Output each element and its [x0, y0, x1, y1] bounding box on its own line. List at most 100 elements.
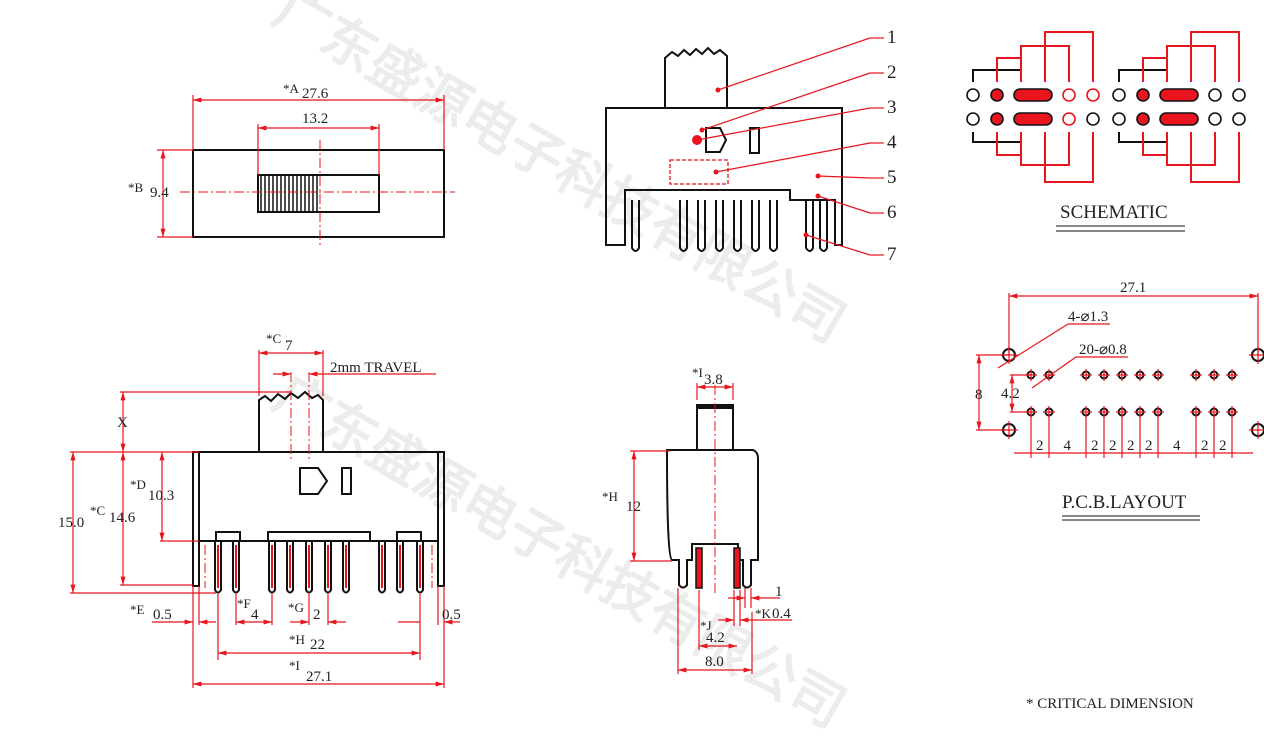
- front-pins: [631, 200, 828, 252]
- callout-dot: [803, 232, 809, 238]
- dim-i-label: *I: [289, 658, 300, 673]
- pin: [805, 200, 814, 252]
- pitch-value: 2: [1219, 438, 1227, 454]
- schematic-title: SCHEMATIC: [1060, 202, 1168, 223]
- callout-dot: [715, 87, 721, 93]
- callout-leader: [701, 72, 871, 131]
- terminal: [1208, 88, 1222, 102]
- callout-dot: [694, 137, 700, 143]
- pin: [214, 541, 222, 594]
- terminal: [1062, 112, 1076, 126]
- schematic: [966, 31, 1246, 183]
- terminal: [1136, 112, 1150, 126]
- wire: [1190, 31, 1240, 82]
- pitch-value: 2: [1201, 438, 1209, 454]
- travel-label: 2mm TRAVEL: [330, 360, 422, 376]
- callout-dot: [713, 169, 719, 175]
- pin: [324, 541, 332, 594]
- callout-dot: [815, 173, 821, 179]
- wire: [996, 132, 1022, 156]
- callout-dot: [699, 127, 705, 133]
- terminal: [1062, 88, 1076, 102]
- dim-h-label: *H: [289, 632, 305, 647]
- side-h-label: *H: [602, 489, 618, 504]
- pitch-value: 2: [1109, 438, 1117, 454]
- pin: [305, 541, 313, 594]
- terminal: [966, 112, 980, 126]
- pcb-width: 27.1: [1120, 280, 1146, 296]
- pitch-value: 2: [1145, 438, 1153, 454]
- dim-g-value: 2: [313, 607, 321, 623]
- pin: [268, 541, 276, 594]
- dim-right-gap: 0.5: [442, 607, 461, 623]
- dim-e-label: *E: [130, 602, 145, 617]
- pin: [697, 200, 706, 252]
- top-view: *A 27.6 13.2 *B 9.4: [128, 81, 455, 248]
- pcb-height-outer: 8: [975, 387, 983, 403]
- wire: [1190, 132, 1240, 183]
- terminal: [1112, 88, 1126, 102]
- dim-a-label: *A: [283, 81, 300, 96]
- pin: [769, 200, 778, 252]
- pitch-value: 2: [1127, 438, 1135, 454]
- pcb-small-holes: 20-⌀0.8: [1079, 342, 1127, 358]
- callout-leader: [805, 234, 871, 256]
- side-i-label: *I: [692, 365, 703, 380]
- contact-bar: [1159, 88, 1199, 102]
- dim-e-value: 0.5: [153, 607, 172, 623]
- contact-bar: [1013, 88, 1053, 102]
- pitch-value: 2: [1036, 438, 1044, 454]
- main-view: *C 7 2mm TRAVEL X *D 10.3 *C 14.6 15.0 *…: [58, 331, 461, 688]
- callout-number: 1: [887, 27, 897, 48]
- wire: [1044, 132, 1094, 183]
- pcb-height-inner: 4.2: [1001, 386, 1020, 402]
- side-j-value: 4.2: [706, 630, 725, 646]
- side-h-value: 12: [626, 499, 641, 515]
- pin: [378, 541, 386, 594]
- critical-dimension-note: * CRITICAL DIMENSION: [1026, 696, 1194, 712]
- terminal: [1136, 88, 1150, 102]
- callout-leader: [817, 195, 871, 214]
- callout-number: 2: [887, 62, 897, 83]
- contact-bar: [1159, 112, 1199, 126]
- terminal: [990, 88, 1004, 102]
- callout-leader: [715, 142, 871, 173]
- dim-slider-width: 13.2: [302, 111, 328, 127]
- callout-number: 5: [887, 167, 897, 188]
- dim-b-value: 9.4: [150, 185, 169, 201]
- callout-dot: [815, 193, 821, 199]
- side-j-label: *J: [700, 618, 712, 633]
- dim-x-label: X: [117, 415, 128, 431]
- pitch-value: 4: [1173, 438, 1181, 454]
- callout-leader: [696, 107, 871, 141]
- pin: [715, 200, 724, 252]
- terminal: [966, 88, 980, 102]
- terminal: [1086, 88, 1100, 102]
- pin: [751, 200, 760, 252]
- dim-c7-value: 7: [285, 338, 293, 354]
- side-view: *I 3.8 *H 12 1 *K 0.4 *J 4.2 8.0: [602, 365, 792, 674]
- dim-c7-label: *C: [266, 331, 281, 346]
- terminal: [1208, 112, 1222, 126]
- dim-b-label: *B: [128, 180, 144, 195]
- wire: [1044, 31, 1094, 82]
- dim-d-label: *D: [130, 477, 146, 492]
- pin: [396, 541, 404, 594]
- callout-number: 4: [887, 132, 897, 153]
- terminal: [990, 112, 1004, 126]
- pin: [416, 541, 424, 594]
- pin: [342, 541, 350, 594]
- dim-a-value: 27.6: [302, 86, 329, 102]
- main-pins: [204, 541, 433, 594]
- pcb-large-holes: 4-⌀1.3: [1068, 309, 1108, 325]
- pitch-value: 4: [1064, 438, 1072, 454]
- terminal: [1232, 88, 1246, 102]
- callout-number: 3: [887, 97, 897, 118]
- side-width: 8.0: [705, 654, 724, 670]
- side-k-value: 0.4: [772, 606, 791, 622]
- dim-c-label: *C: [90, 503, 105, 518]
